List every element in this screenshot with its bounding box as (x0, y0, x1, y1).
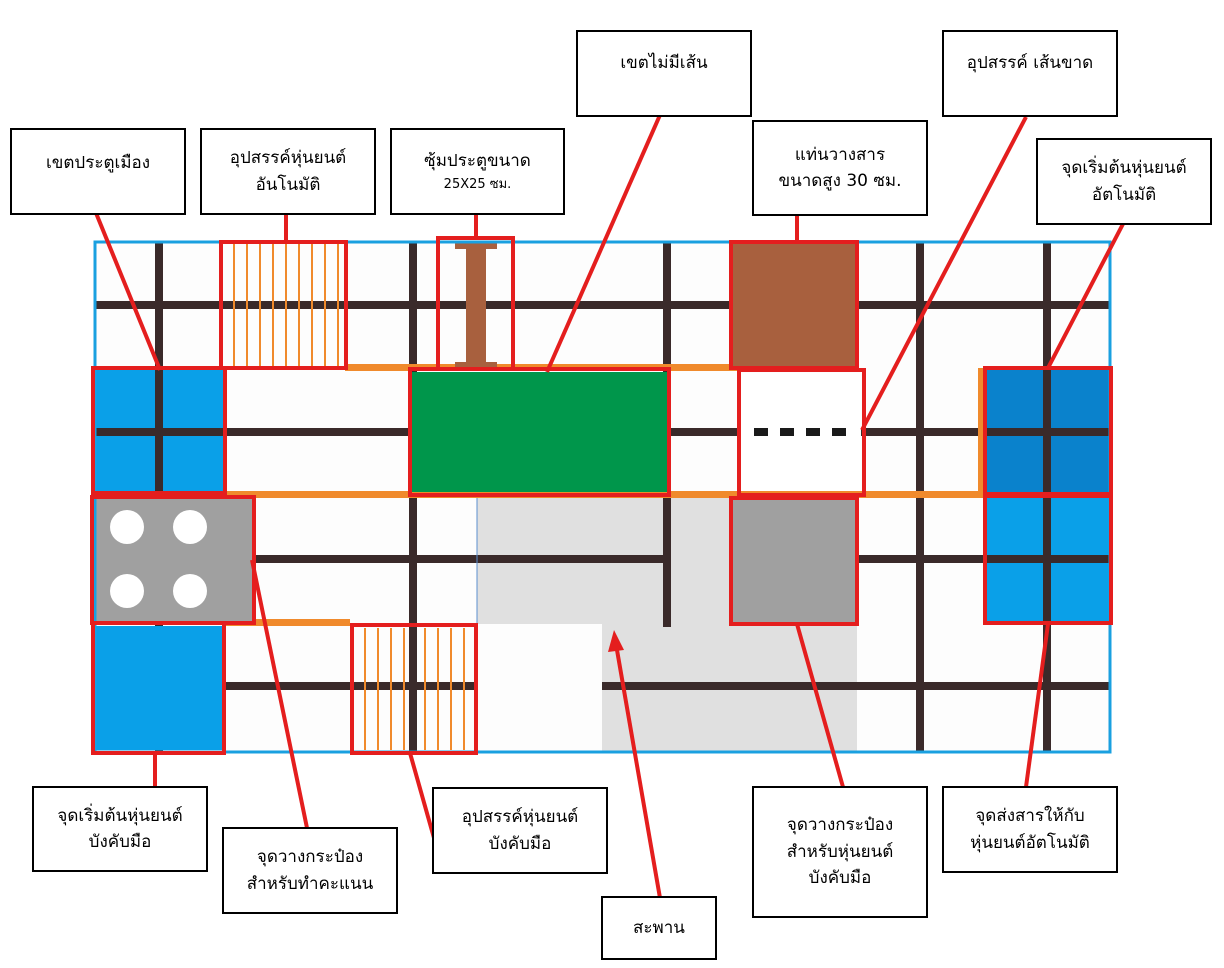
pointer-score-can (250, 559, 309, 829)
label-manual-can-line1: จุดวางกระป๋อง (786, 815, 894, 836)
highlight-no-line (408, 367, 671, 497)
label-bridge-text: สะพาน (633, 917, 685, 938)
label-auto-obstacle-line2: อันโนมัติ (255, 174, 321, 195)
label-arch-line2: 25X25 ซม. (443, 176, 512, 192)
label-dashed-obstacle: อุปสรรค์ เส้นขาด (942, 30, 1118, 117)
score-can-zone (94, 499, 252, 621)
no-line-zone (412, 372, 668, 492)
label-score-can: จุดวางกระป๋อง สำหรับทำคะแนน (222, 827, 398, 914)
label-auto-start: จุดเริ่มต้นหุ่นยนต์ อัตโนมัติ (1036, 138, 1212, 225)
dashed-line-obstacle (754, 428, 846, 436)
manual-can-zone (733, 500, 857, 622)
label-manual-obstacle: อุปสรรค์หุ่นยนต์ บังคับมือ (432, 787, 608, 874)
label-manual-can-line3: บังคับมือ (808, 868, 872, 889)
label-arch-line1: ซุ้มประตูขนาด (424, 151, 531, 172)
can-spot (173, 510, 207, 544)
can-spot (173, 574, 207, 608)
label-manual-can-line2: สำหรับหุ่นยนต์ (786, 841, 894, 862)
highlight-manual-start (91, 621, 226, 755)
label-stand: แท่นวางสาร ขนาดสูง 30 ซม. (752, 120, 928, 216)
pointer-bridge (615, 649, 662, 899)
pointer-no-line (545, 114, 662, 373)
label-stand-line2: ขนาดสูง 30 ซม. (778, 171, 902, 191)
label-score-can-line2: สำหรับทำคะแนน (246, 873, 374, 894)
pointer-dashed (860, 116, 1028, 431)
label-auto-start-line2: อัตโนมัติ (1091, 184, 1157, 205)
highlight-manual-obstacle (350, 623, 478, 755)
pointer-manual-can (795, 623, 845, 788)
label-auto-start-line1: จุดเริ่มต้นหุ่นยนต์ (1061, 158, 1187, 179)
manual-obstacle-stripes (364, 628, 465, 750)
label-no-line-text: เขตไม่มีเส้น (620, 53, 708, 73)
pointer-manual-obstacle (408, 752, 436, 839)
manual-robot-start-zone (95, 626, 222, 750)
auto-obstacle-stripes (233, 244, 339, 366)
bridge-arrowhead (608, 630, 624, 652)
can-spot (110, 510, 144, 544)
highlight-dashed (737, 368, 866, 497)
label-auto-obstacle: อุปสรรค์หุ่นยนต์ อันโนมัติ (200, 128, 376, 215)
label-gate-zone: เขตประตูเมือง (10, 128, 186, 215)
label-arch: ซุ้มประตูขนาด 25X25 ซม. (390, 128, 565, 215)
label-delivery-line1: จุดส่งสารให้กับ (975, 806, 1085, 827)
label-manual-start: จุดเริ่มต้นหุ่นยนต์ บังคับมือ (32, 786, 208, 872)
auto-robot-start-zone (985, 370, 1110, 492)
label-manual-obstacle-line1: อุปสรรค์หุ่นยนต์ (461, 807, 579, 828)
label-gate-zone-text: เขตประตูเมือง (45, 153, 151, 173)
label-no-line: เขตไม่มีเส้น (576, 30, 752, 117)
label-manual-start-line2: บังคับมือ (88, 832, 152, 852)
label-bridge: สะพาน (601, 896, 717, 960)
label-auto-obstacle-line1: อุปสรรค์หุ่นยนต์ (229, 148, 347, 169)
label-manual-can: จุดวางกระป๋อง สำหรับหุ่นยนต์ บังคับมือ (752, 786, 928, 918)
highlight-manual-can (729, 496, 859, 626)
label-dashed-obstacle-text: อุปสรรค์ เส้นขาด (966, 53, 1094, 73)
delivery-zone (985, 498, 1110, 622)
label-stand-line1: แท่นวางสาร (794, 144, 886, 165)
label-delivery-line2: หุ่นยนต์อัตโนมัติ (970, 832, 1090, 853)
stand-platform (733, 244, 855, 366)
arch-gate (455, 242, 497, 369)
label-score-can-line1: จุดวางกระป๋อง (256, 847, 364, 868)
can-spot (110, 574, 144, 608)
pointer-delivery (1024, 623, 1050, 788)
label-manual-start-line1: จุดเริ่มต้นหุ่นยนต์ (57, 805, 183, 826)
pointer-auto-start (1046, 221, 1126, 369)
label-delivery: จุดส่งสารให้กับ หุ่นยนต์อัตโนมัติ (942, 786, 1118, 873)
highlight-auto-obstacle (219, 240, 348, 370)
label-manual-obstacle-line2: บังคับมือ (488, 833, 552, 854)
highlight-delivery (983, 494, 1113, 625)
pointer-gate (94, 212, 162, 371)
gate-zone (95, 370, 223, 492)
pointer-lines (94, 114, 1126, 899)
